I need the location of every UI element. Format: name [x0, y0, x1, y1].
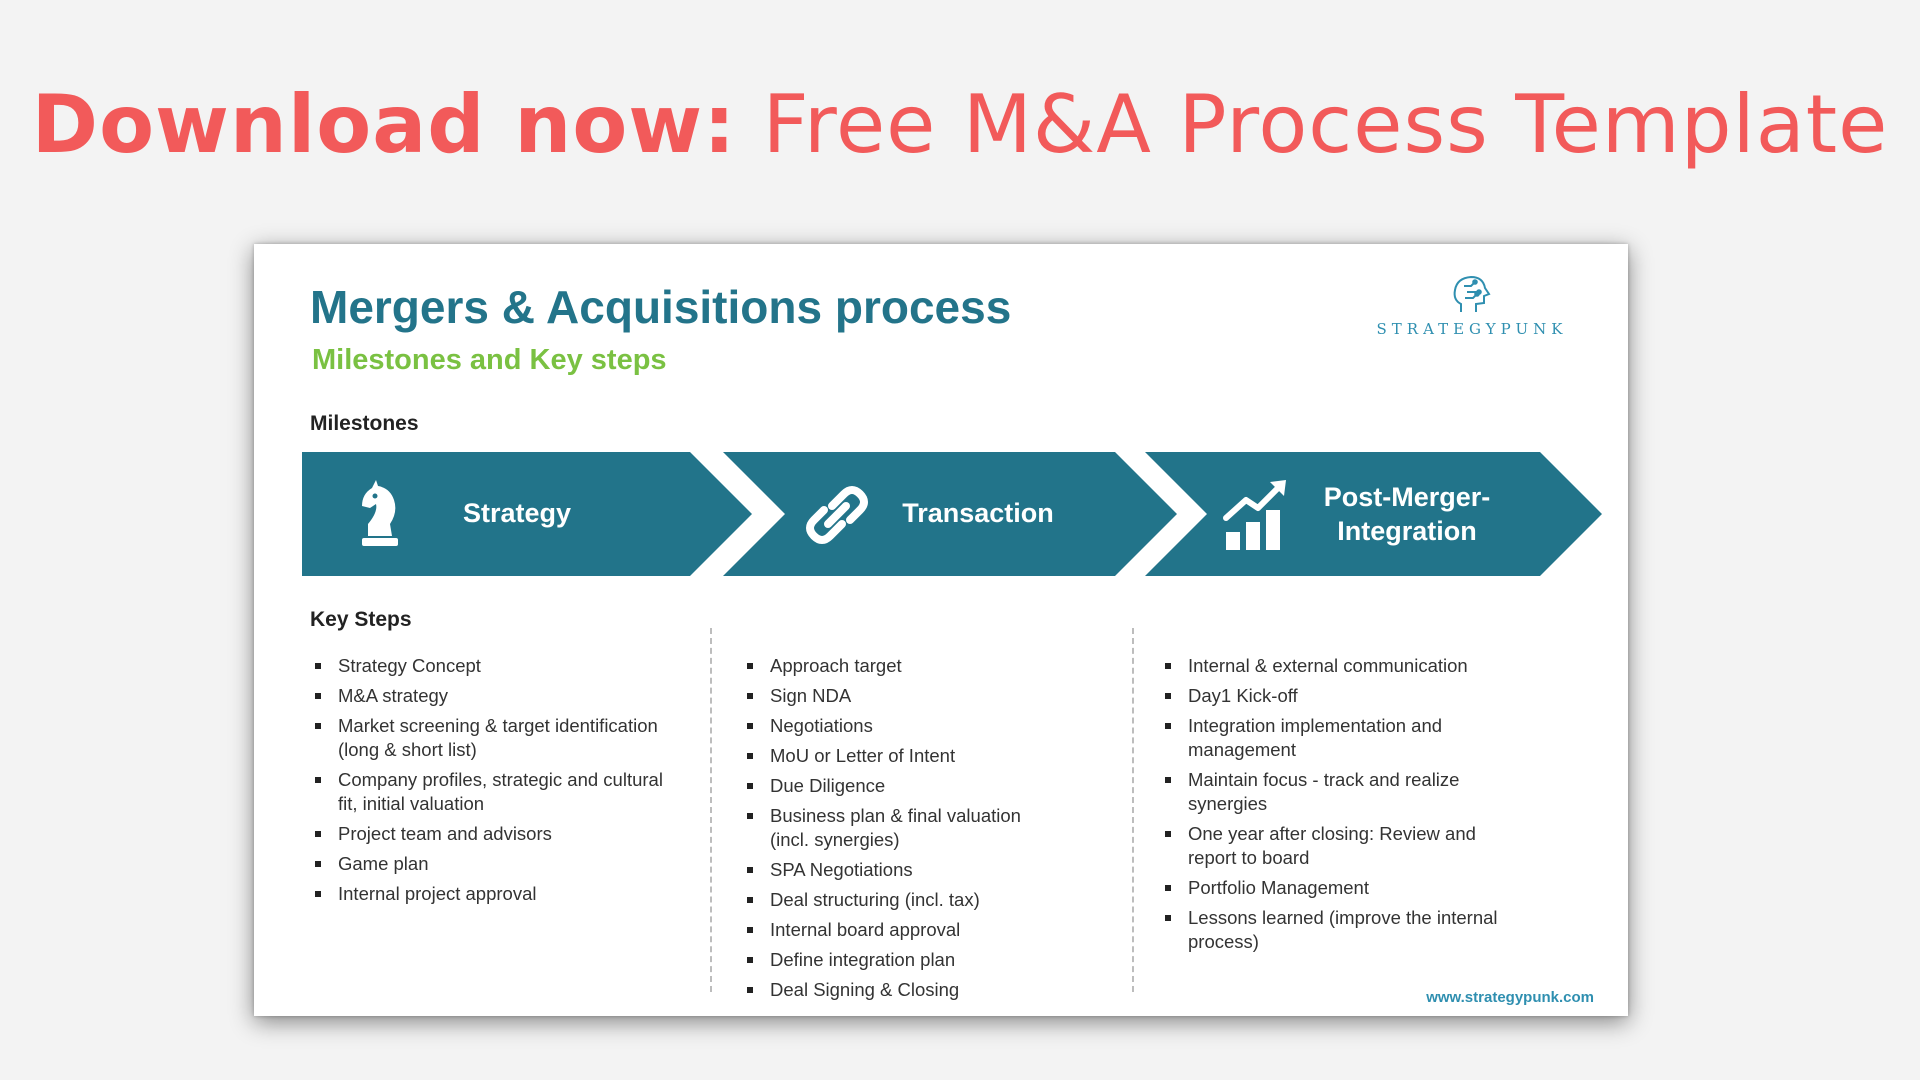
- banner-lead: Download now:: [31, 78, 737, 171]
- strategy-step-item: Game plan: [312, 852, 682, 876]
- milestones-label: Milestones: [310, 412, 419, 435]
- integration-step-item: Maintain focus - track and realize syner…: [1162, 768, 1512, 816]
- transaction-step-item: Deal Signing & Closing: [744, 978, 1064, 1002]
- chess-knight-icon: [362, 480, 398, 546]
- transaction-step-item: MoU or Letter of Intent: [744, 744, 1064, 768]
- strategy-chevron: [302, 452, 752, 576]
- strategy-step-item: Market screening & target identification…: [312, 714, 682, 762]
- strategypunk-logo: STRATEGYPUNK: [1372, 272, 1572, 338]
- slide-subtitle: Milestones and Key steps: [312, 344, 667, 376]
- milestone-arrows: Strategy Transaction Post-Merger- Integr…: [302, 452, 1602, 576]
- integration-step-item: Internal & external communication: [1162, 654, 1512, 678]
- transaction-step-item: Sign NDA: [744, 684, 1064, 708]
- growth-chart-icon: [1223, 480, 1286, 550]
- banner-headline: Download now: Free M&A Process Template: [0, 78, 1920, 171]
- transaction-step-item: Approach target: [744, 654, 1064, 678]
- transaction-step-item: Due Diligence: [744, 774, 1064, 798]
- integration-step-item: One year after closing: Review and repor…: [1162, 822, 1512, 870]
- logo-text: STRATEGYPUNK: [1376, 320, 1568, 338]
- strategy-step-item: Strategy Concept: [312, 654, 682, 678]
- banner-rest: Free M&A Process Template: [762, 78, 1889, 171]
- brain-head-icon: [1453, 275, 1491, 312]
- website-link[interactable]: www.strategypunk.com: [1426, 989, 1594, 1006]
- transaction-step-item: Internal board approval: [744, 918, 1064, 942]
- strategy-step-item: Internal project approval: [312, 882, 682, 906]
- transaction-step-item: SPA Negotiations: [744, 858, 1064, 882]
- strategy-step-item: Project team and advisors: [312, 822, 682, 846]
- slide-title: Mergers & Acquisitions process: [310, 281, 1012, 333]
- integration-step-item: Integration implementation and managemen…: [1162, 714, 1512, 762]
- column-divider-1: [710, 628, 712, 992]
- column-divider-2: [1132, 628, 1134, 992]
- milestone-integration-label: Post-Merger- Integration: [1302, 480, 1512, 548]
- milestone-transaction-label: Transaction: [902, 498, 1054, 528]
- integration-step-item: Portfolio Management: [1162, 876, 1512, 900]
- milestone-chevrons: [302, 452, 1602, 576]
- milestone-integration-line1: Post-Merger-: [1323, 482, 1491, 512]
- integration-step-item: Day1 Kick-off: [1162, 684, 1512, 708]
- strategy-step-item: Company profiles, strategic and cultural…: [312, 768, 682, 816]
- key-steps-label: Key Steps: [310, 608, 412, 631]
- template-preview-slide[interactable]: Mergers & Acquisitions process Milestone…: [254, 244, 1628, 1016]
- milestone-strategy-label: Strategy: [462, 498, 572, 528]
- integration-step-item: Lessons learned (improve the internal pr…: [1162, 906, 1512, 954]
- transaction-step-item: Deal structuring (incl. tax): [744, 888, 1064, 912]
- transaction-chevron: [723, 452, 1177, 576]
- chain-link-icon: [806, 486, 868, 544]
- milestone-integration-line2: Integration: [1337, 516, 1477, 546]
- transaction-step-item: Negotiations: [744, 714, 1064, 738]
- strategy-step-item: M&A strategy: [312, 684, 682, 708]
- transaction-step-item: Business plan & final valuation (incl. s…: [744, 804, 1064, 852]
- transaction-step-item: Define integration plan: [744, 948, 1064, 972]
